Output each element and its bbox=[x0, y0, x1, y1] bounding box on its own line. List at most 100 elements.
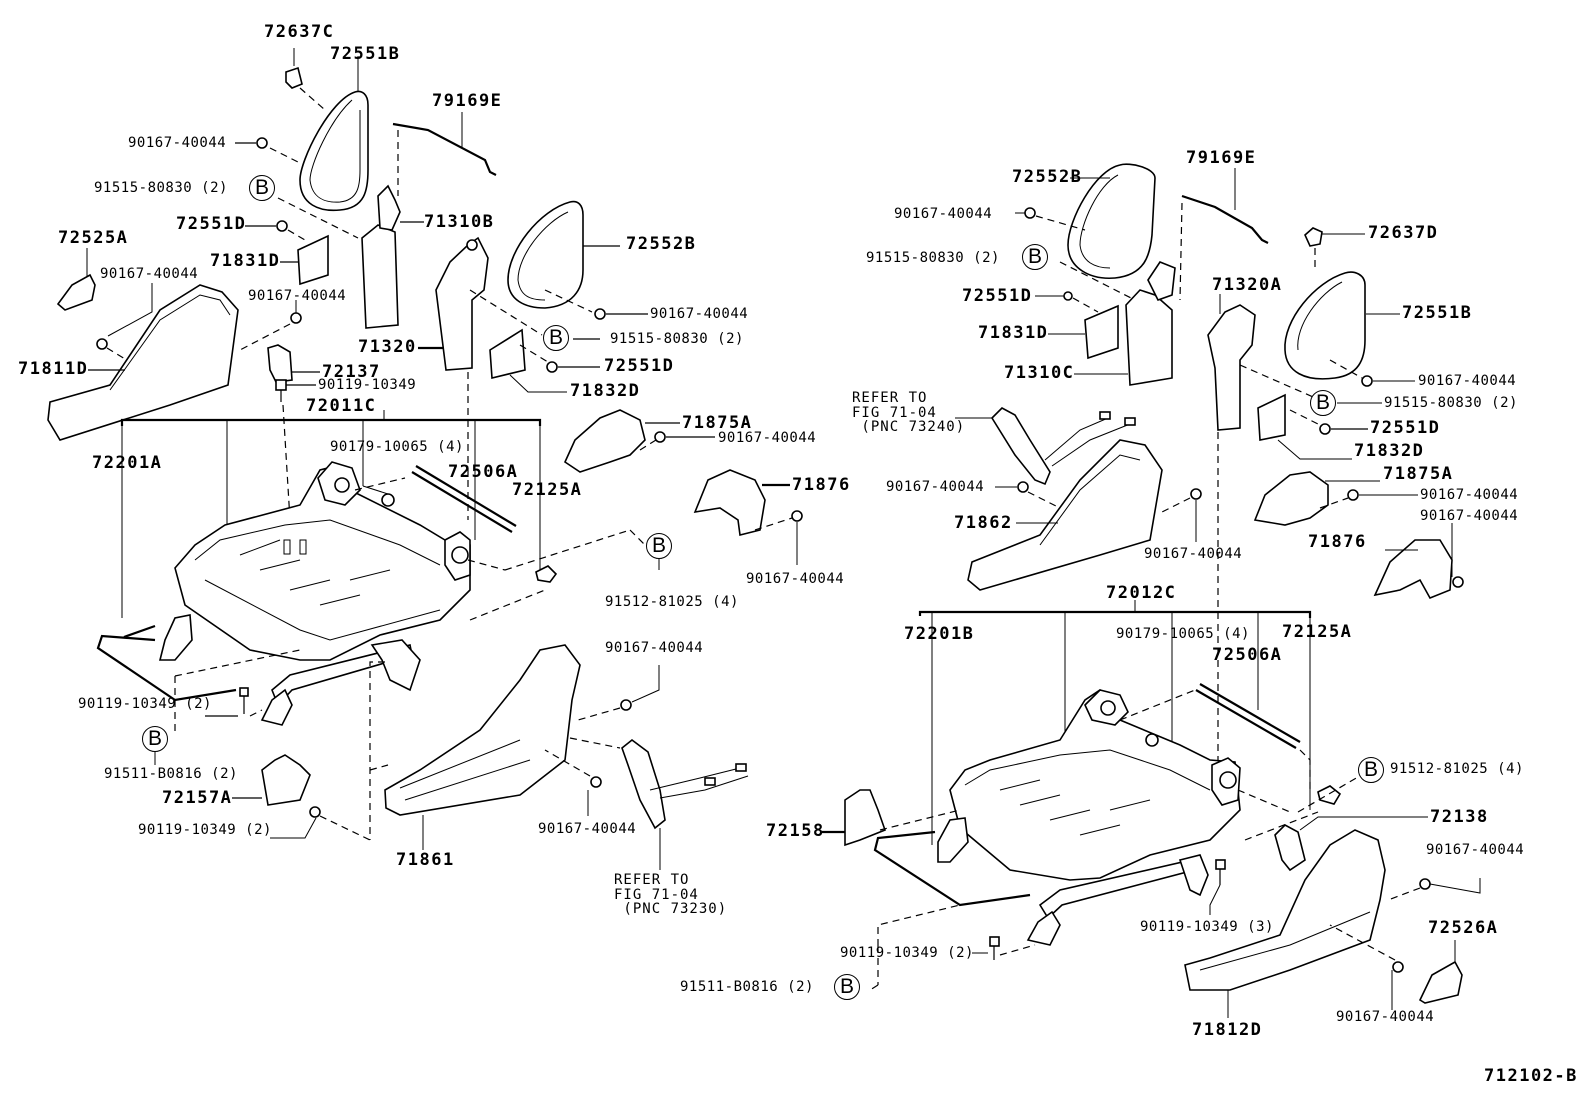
callout-72158: 72158 bbox=[766, 821, 825, 841]
part-72158[interactable] bbox=[844, 789, 887, 847]
part-71861[interactable] bbox=[384, 644, 581, 816]
callout-90119-10349: 90119-10349 (2) bbox=[840, 945, 974, 961]
part-72637d[interactable] bbox=[1304, 227, 1323, 247]
callout-91515-80830: 91515-80830 (2) bbox=[1384, 395, 1518, 411]
callout-bubble-b: B bbox=[834, 974, 860, 1000]
callout-72138: 72138 bbox=[1430, 807, 1489, 827]
part-71812d[interactable] bbox=[1184, 829, 1386, 991]
part-71876-right[interactable] bbox=[1373, 539, 1453, 600]
part-79169e[interactable] bbox=[392, 122, 497, 176]
callout-bubble-b: B bbox=[249, 175, 275, 201]
part-72637c[interactable] bbox=[285, 66, 303, 89]
part-72137[interactable] bbox=[267, 344, 293, 383]
callout-90167-40044: 90167-40044 bbox=[1336, 1009, 1435, 1025]
callout-71310b: 71310B bbox=[424, 212, 495, 232]
callout-90167-40044: 90167-40044 bbox=[1418, 373, 1517, 389]
callout-90179-10065: 90179-10065 (4) bbox=[1116, 626, 1250, 642]
callout-bubble-b: B bbox=[1022, 244, 1048, 270]
callout-71812d: 71812D bbox=[1192, 1020, 1263, 1040]
part-seatbelt-buckle-right[interactable] bbox=[990, 407, 1051, 486]
callout-bubble-b: B bbox=[142, 726, 168, 752]
callout-bubble-b: B bbox=[543, 325, 569, 351]
part-seat-frame-72012c[interactable] bbox=[949, 689, 1241, 881]
callout-72012c: 72012C bbox=[1106, 583, 1177, 603]
part-72506a-right[interactable] bbox=[1195, 689, 1297, 749]
callout-72525a: 72525A bbox=[58, 228, 129, 248]
part-71832d[interactable] bbox=[489, 328, 526, 380]
callout-90179-10065: 90179-10065 (4) bbox=[330, 439, 464, 455]
callout-90167-40044: 90167-40044 bbox=[605, 640, 704, 656]
part-72506a[interactable] bbox=[411, 471, 513, 533]
callout-71811d: 71811D bbox=[18, 359, 89, 379]
part-71310c[interactable] bbox=[1125, 289, 1173, 386]
part-71875a[interactable] bbox=[563, 409, 646, 473]
part-72525a[interactable] bbox=[56, 273, 96, 311]
callout-91511-b0816: 91511-B0816 (2) bbox=[680, 979, 814, 995]
callout-79169e: 79169E bbox=[432, 91, 503, 111]
callout-71832d: 71832D bbox=[570, 381, 641, 401]
callout-72201b: 72201B bbox=[904, 624, 975, 644]
callout-90167-40044: 90167-40044 bbox=[1420, 487, 1519, 503]
callout-72551d: 72551D bbox=[176, 214, 247, 234]
part-71862[interactable] bbox=[967, 439, 1163, 591]
callout-90167-40044: 90167-40044 bbox=[248, 288, 347, 304]
callout-bubble-b: B bbox=[1310, 390, 1336, 416]
part-72201a[interactable] bbox=[96, 634, 237, 702]
callout-72637c: 72637C bbox=[264, 22, 335, 42]
callout-91511-b0816: 91511-B0816 (2) bbox=[104, 766, 238, 782]
part-72552b[interactable] bbox=[507, 200, 584, 309]
callout-72157a: 72157A bbox=[162, 788, 233, 808]
callout-90167-40044: 90167-40044 bbox=[128, 135, 227, 151]
part-71320a[interactable] bbox=[1207, 304, 1256, 431]
part-71832d-right[interactable] bbox=[1257, 393, 1286, 441]
callout-72201a: 72201A bbox=[92, 453, 163, 473]
part-72201b[interactable] bbox=[873, 830, 1031, 907]
left-seat-assembly bbox=[47, 48, 803, 870]
callout-90167-40044: 90167-40044 bbox=[1144, 546, 1243, 562]
callout-71862: 71862 bbox=[954, 513, 1013, 533]
callout-90119-10349: 90119-10349 (2) bbox=[78, 696, 212, 712]
refer-note-pnc-73240[interactable]: REFER TO FIG 71-04 (PNC 73240) bbox=[852, 390, 966, 436]
callout-79169e: 79169E bbox=[1186, 148, 1257, 168]
part-71831d-right[interactable] bbox=[1084, 304, 1119, 360]
callout-90119-10349: 90119-10349 bbox=[318, 377, 417, 393]
callout-72551b: 72551B bbox=[1402, 303, 1473, 323]
part-71320[interactable] bbox=[435, 236, 489, 371]
part-72526a[interactable] bbox=[1418, 960, 1463, 1004]
part-79169e-right[interactable] bbox=[1181, 194, 1269, 244]
callout-71875a: 71875A bbox=[1383, 464, 1454, 484]
callout-90167-40044: 90167-40044 bbox=[100, 266, 199, 282]
part-72551b[interactable] bbox=[299, 90, 369, 212]
callout-72011c: 72011C bbox=[306, 396, 377, 416]
callout-71320: 71320 bbox=[358, 337, 417, 357]
part-71875a-right[interactable] bbox=[1253, 471, 1329, 526]
callout-90167-40044: 90167-40044 bbox=[894, 206, 993, 222]
washer-72551d[interactable] bbox=[276, 220, 288, 232]
part-71310b[interactable] bbox=[361, 224, 399, 329]
callout-71320a: 71320A bbox=[1212, 275, 1283, 295]
screw-90167-40044[interactable] bbox=[256, 137, 268, 149]
callout-72551d: 72551D bbox=[962, 286, 1033, 306]
part-72551b-right[interactable] bbox=[1284, 271, 1366, 380]
callout-72526a: 72526A bbox=[1428, 918, 1499, 938]
callout-90167-40044: 90167-40044 bbox=[538, 821, 637, 837]
callout-72506a: 72506A bbox=[448, 462, 519, 482]
part-71831d[interactable] bbox=[297, 234, 329, 286]
part-72125a[interactable] bbox=[535, 565, 558, 583]
part-seatbelt-buckle-left[interactable] bbox=[621, 738, 666, 830]
right-seat-assembly bbox=[822, 163, 1481, 1018]
callout-72552b: 72552B bbox=[1012, 167, 1083, 187]
part-71876[interactable] bbox=[693, 469, 766, 536]
callout-71861: 71861 bbox=[396, 850, 455, 870]
callout-71875a: 71875A bbox=[682, 413, 753, 433]
callout-71876: 71876 bbox=[1308, 532, 1367, 552]
part-72138[interactable] bbox=[1274, 824, 1306, 872]
part-72157a[interactable] bbox=[261, 754, 311, 806]
nut-90179-10065-right[interactable] bbox=[1145, 733, 1159, 747]
callout-72552b: 72552B bbox=[626, 234, 697, 254]
refer-note-pnc-73230[interactable]: REFER TO FIG 71-04 (PNC 73230) bbox=[614, 872, 728, 918]
part-72552b-right[interactable] bbox=[1067, 163, 1156, 279]
part-71811d[interactable] bbox=[47, 284, 239, 441]
callout-72125a: 72125A bbox=[1282, 622, 1353, 642]
callout-90119-10349: 90119-10349 (3) bbox=[1140, 919, 1274, 935]
